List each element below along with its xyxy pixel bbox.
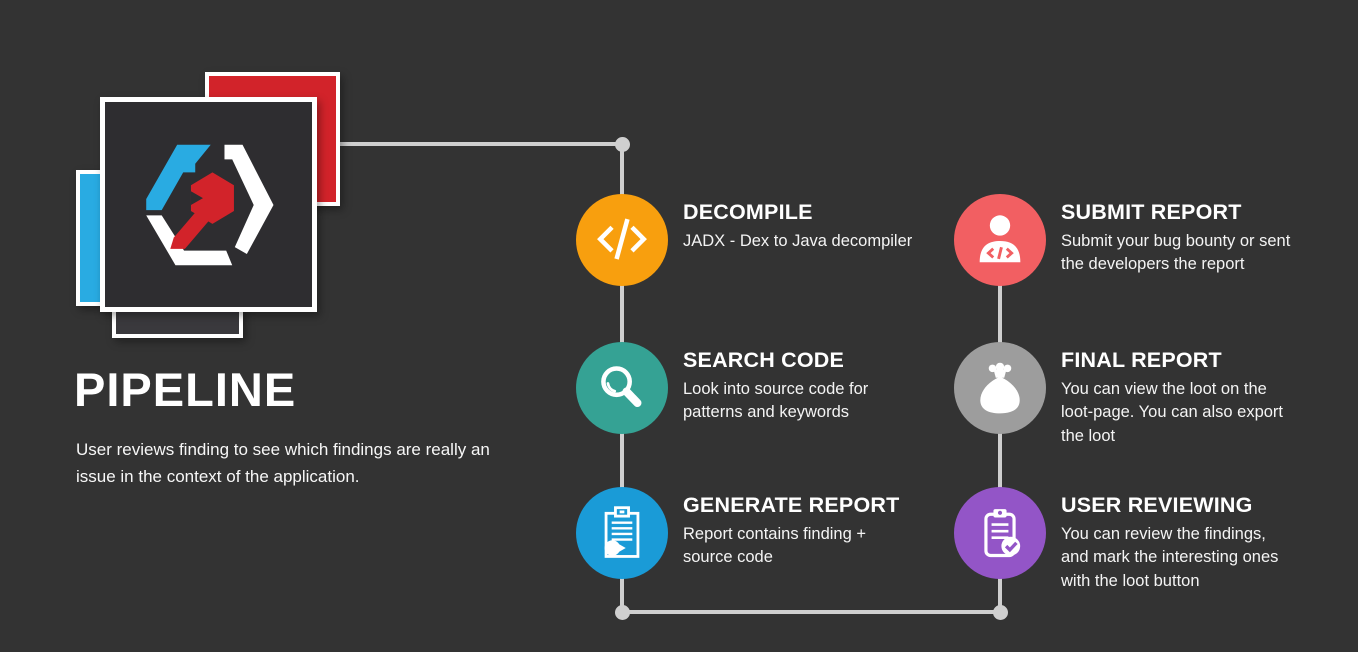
submit-report-circle [954, 194, 1046, 286]
hexagon-code-logo-icon [145, 144, 273, 265]
connector-top-horizontal [340, 142, 624, 146]
step-title: DECOMPILE [683, 200, 813, 224]
generate-report-circle [576, 487, 668, 579]
decompile-circle [576, 194, 668, 286]
step-title: SUBMIT REPORT [1061, 200, 1242, 224]
clipboard-check-icon [984, 509, 1021, 558]
connector-dot-top [614, 136, 630, 152]
step-decompile: DECOMPILE JADX - Dex to Java decompiler [576, 194, 956, 294]
page-description: User reviews finding to see which findin… [76, 440, 490, 487]
user-reviewing-circle [954, 487, 1046, 579]
search-code-circle [576, 342, 668, 434]
step-user-reviewing: USER REVIEWING You can review the findin… [954, 487, 1334, 590]
step-description: You can review the findings, and mark th… [1061, 525, 1279, 590]
magnifier-icon [601, 366, 642, 408]
connector-dot-bottom-right [992, 604, 1008, 620]
step-submit-report: SUBMIT REPORT Submit your bug bounty or … [954, 194, 1334, 294]
step-description: Look into source code for patterns and k… [683, 380, 869, 422]
final-report-circle [954, 342, 1046, 434]
step-description: Report contains finding + source code [683, 525, 866, 567]
step-title: USER REVIEWING [1061, 493, 1253, 517]
person-code-icon [979, 215, 1021, 263]
loot-bag-icon [980, 362, 1020, 414]
report-pie-icon [604, 506, 640, 558]
step-final-report: FINAL REPORT You can view the loot on th… [954, 342, 1334, 445]
step-title: SEARCH CODE [683, 348, 845, 372]
step-description: You can view the loot on the loot-page. … [1061, 380, 1284, 445]
connector-bottom-horizontal [620, 610, 1002, 614]
step-search-code: SEARCH CODE Look into source code for pa… [576, 342, 956, 442]
step-title: GENERATE REPORT [683, 493, 900, 517]
step-description: JADX - Dex to Java decompiler [683, 232, 913, 250]
step-title: FINAL REPORT [1061, 348, 1222, 372]
step-description: Submit your bug bounty or sent the devel… [1061, 232, 1291, 274]
code-icon [597, 218, 647, 260]
app-logo [100, 97, 317, 312]
step-generate-report: GENERATE REPORT Report contains finding … [576, 487, 956, 587]
connector-dot-bottom-left [614, 604, 630, 620]
page-title: PIPELINE [74, 363, 297, 416]
